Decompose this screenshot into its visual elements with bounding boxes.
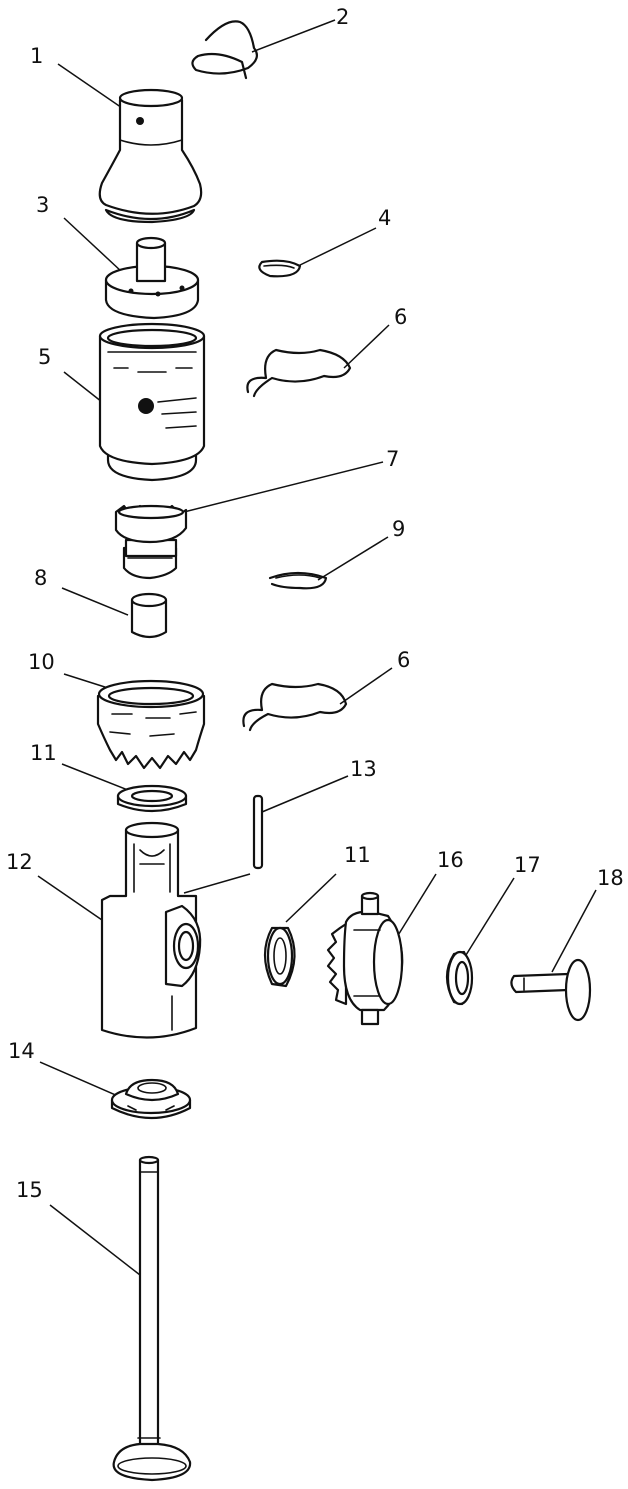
callout-3: 3 xyxy=(36,193,49,217)
leader-8 xyxy=(61,587,129,616)
part-15-valve-stem xyxy=(112,1155,192,1482)
leader-7 xyxy=(175,461,384,515)
callout-10: 10 xyxy=(28,650,55,674)
callout-11-left: 11 xyxy=(30,741,57,765)
part-11-ring-right xyxy=(263,926,296,988)
leader-4 xyxy=(297,227,377,267)
callout-6-lower: 6 xyxy=(397,648,410,672)
part-5-housing xyxy=(98,322,206,482)
part-1-nozzle-cap xyxy=(98,88,203,224)
leader-18 xyxy=(551,889,597,973)
part-11-ring-left xyxy=(116,784,188,813)
leader-9 xyxy=(317,536,389,581)
leader-5 xyxy=(63,371,103,403)
part-9-clip xyxy=(268,571,328,590)
part-14-threaded-collar xyxy=(110,1078,192,1120)
leader-17 xyxy=(465,877,515,956)
callout-6-upper: 6 xyxy=(394,305,407,329)
leader-12 xyxy=(37,875,103,921)
part-4-clip xyxy=(258,259,302,278)
leader-3 xyxy=(63,217,123,273)
callout-15: 15 xyxy=(16,1178,43,1202)
leader-11-right xyxy=(285,873,337,923)
callout-11-right: 11 xyxy=(344,843,371,867)
callout-16: 16 xyxy=(437,848,464,872)
callout-18: 18 xyxy=(597,866,624,890)
callout-13: 13 xyxy=(350,757,377,781)
callout-5: 5 xyxy=(38,345,51,369)
part-18-shaft-pin xyxy=(510,958,592,1022)
leader-14 xyxy=(39,1061,119,1097)
part-10-gear-ring xyxy=(96,679,206,770)
callout-1: 1 xyxy=(30,44,43,68)
part-6-spring-clip-lower xyxy=(242,682,348,732)
leader-10 xyxy=(63,673,109,689)
callout-12: 12 xyxy=(6,850,33,874)
part-8-bushing xyxy=(130,592,168,639)
callout-labels: 1 2 3 4 5 6 7 8 9 6 10 11 13 12 11 16 17… xyxy=(6,5,624,1202)
leader-pin-to-body xyxy=(183,873,251,894)
leader-2 xyxy=(251,19,336,53)
part-3-spindle xyxy=(104,236,200,320)
callout-17: 17 xyxy=(514,853,541,877)
leader-11-left xyxy=(61,763,129,791)
callout-4: 4 xyxy=(378,206,391,230)
part-17-washer xyxy=(445,950,474,1006)
part-6-spring-clip-upper xyxy=(246,348,352,398)
leader-6-lower xyxy=(339,667,393,705)
callout-8: 8 xyxy=(34,566,47,590)
leader-lines xyxy=(37,19,597,1276)
leader-15 xyxy=(49,1204,141,1276)
leader-6-upper xyxy=(343,324,390,369)
part-13-pin xyxy=(252,794,264,870)
leader-13 xyxy=(261,775,349,813)
part-2-wire-clip xyxy=(191,20,258,80)
part-16-gear-hub xyxy=(326,891,404,1026)
callout-14: 14 xyxy=(8,1039,35,1063)
leader-1 xyxy=(57,63,129,113)
part-7-gear xyxy=(114,504,188,580)
callout-9: 9 xyxy=(392,517,405,541)
part-12-main-body xyxy=(100,821,202,1039)
callout-2: 2 xyxy=(336,5,349,29)
callout-7: 7 xyxy=(386,447,399,471)
